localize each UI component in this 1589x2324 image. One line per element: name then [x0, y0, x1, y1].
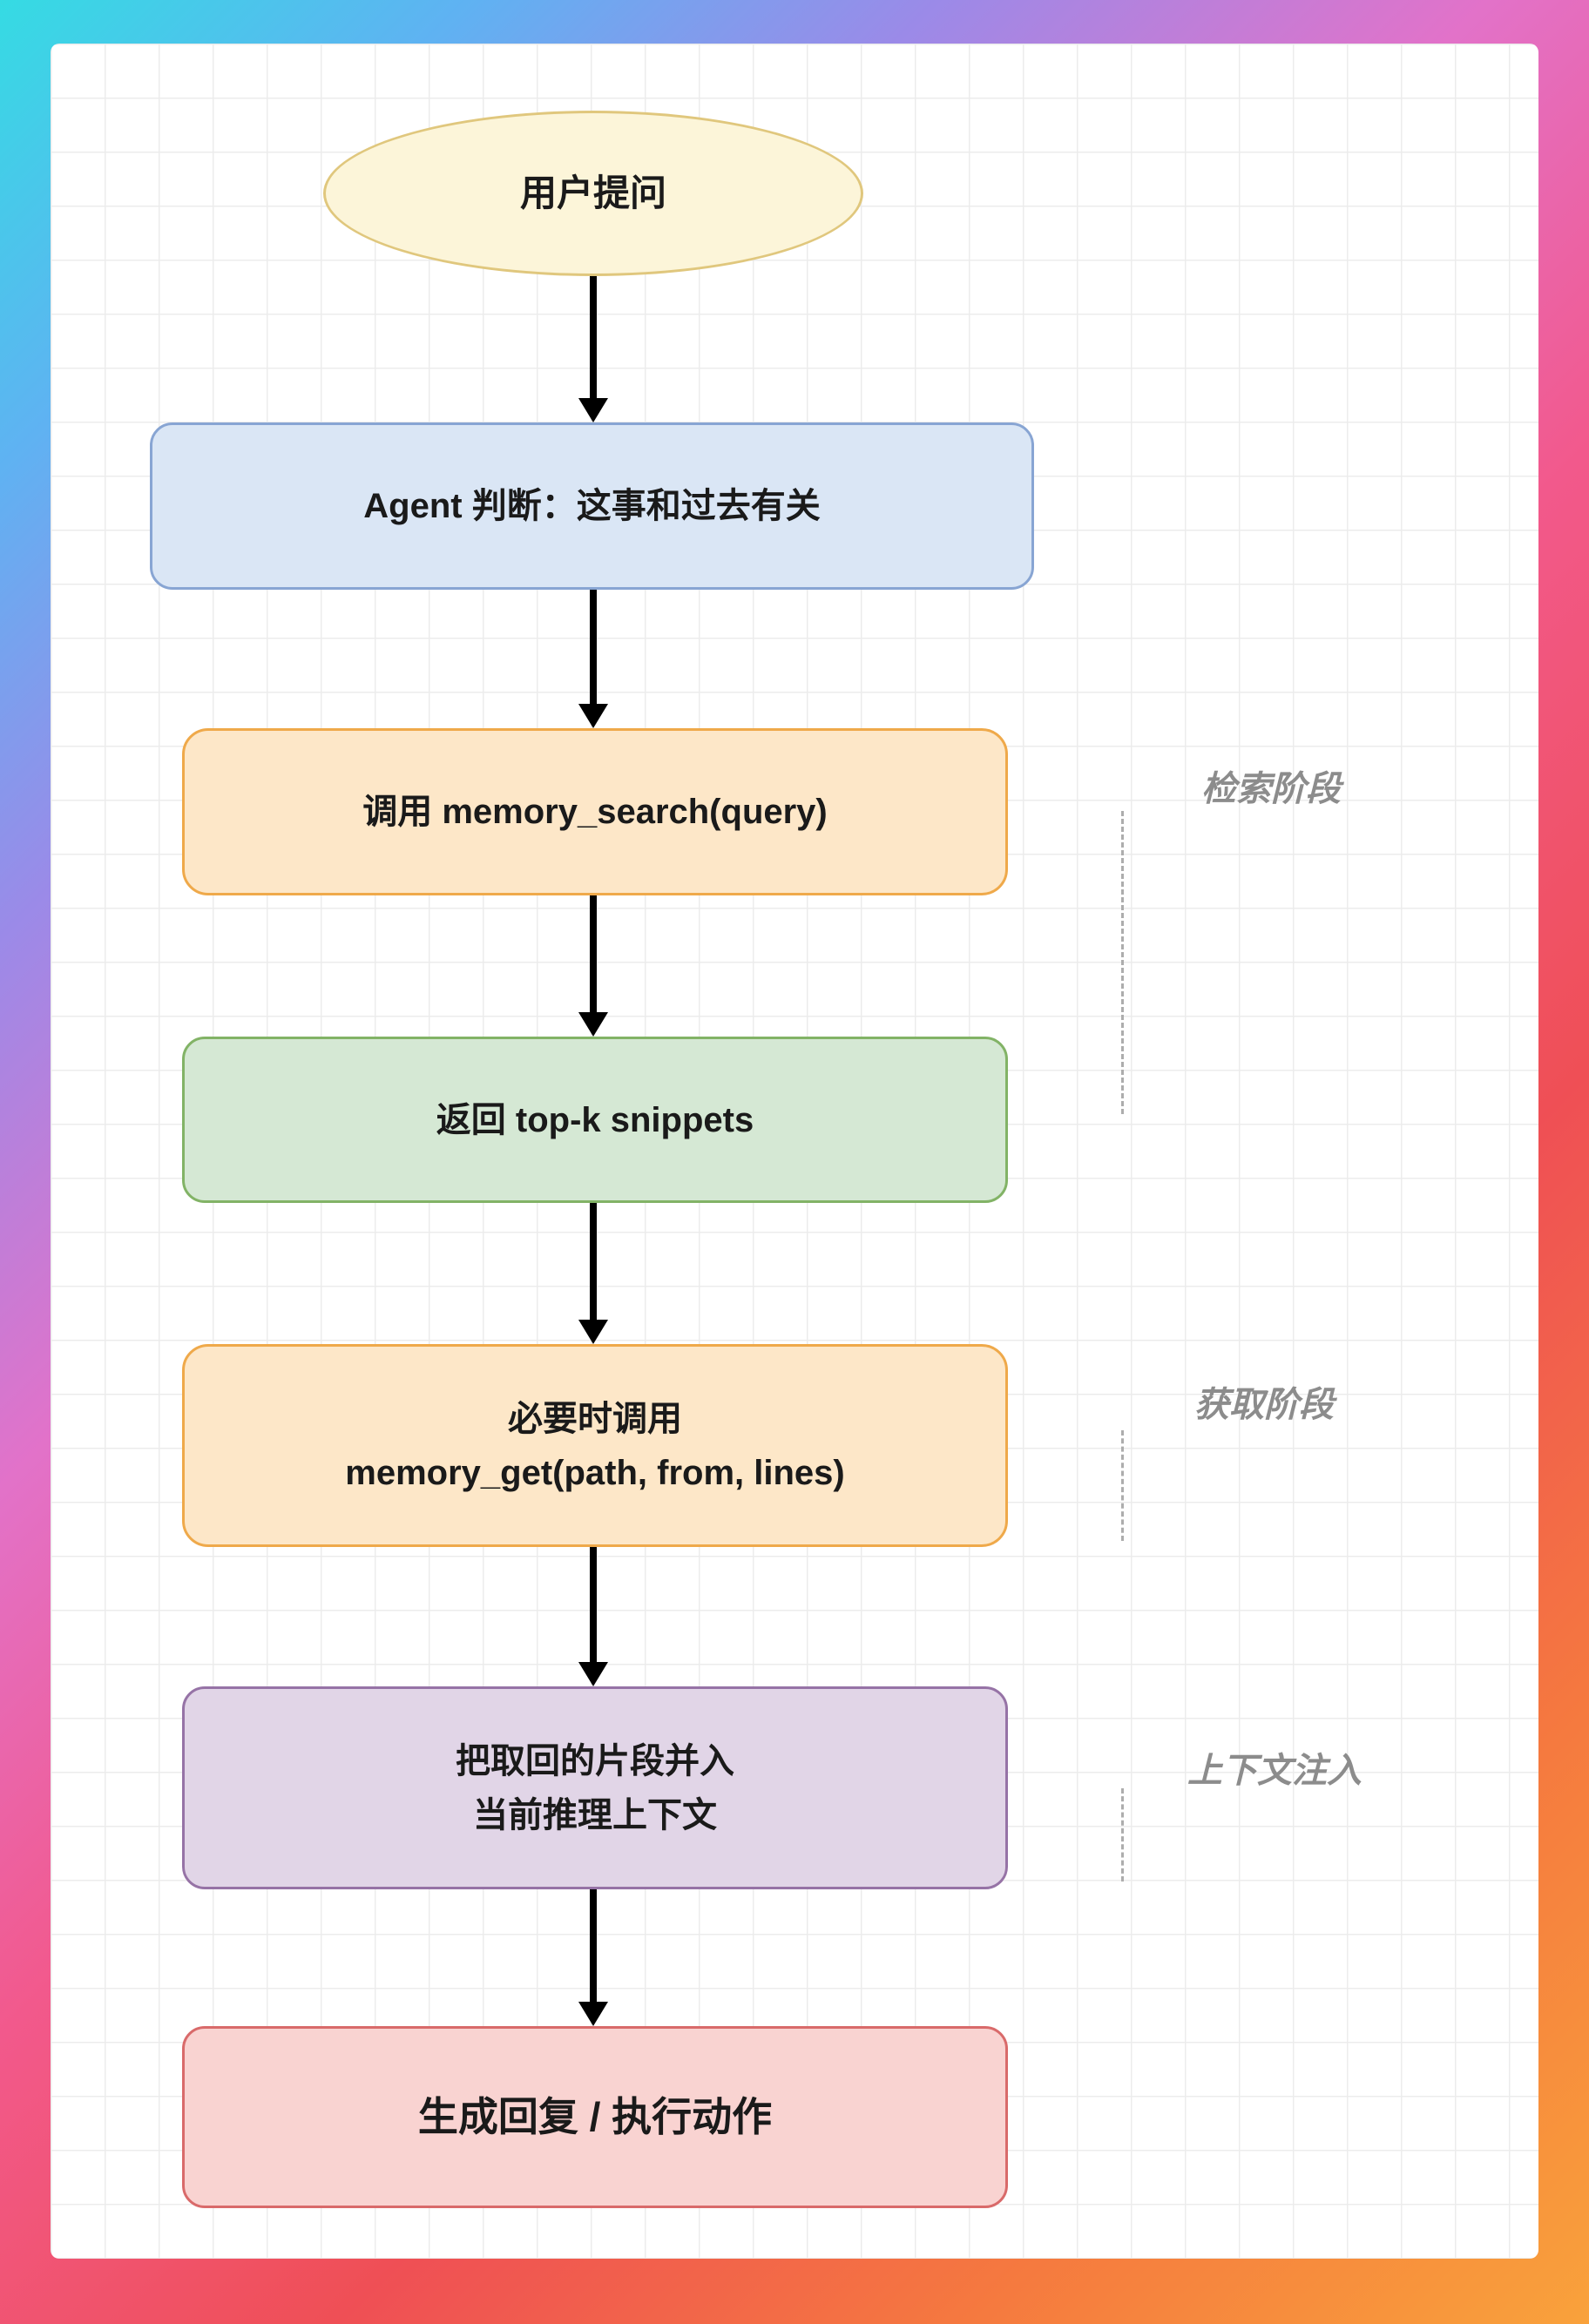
annotation-retrieval-stage-label: 检索阶段 — [1201, 770, 1341, 808]
arrow-head-icon — [578, 1012, 608, 1037]
arrow-head-icon — [578, 1662, 608, 1686]
annotation-retrieval-stage: 检索阶段 — [1201, 760, 1341, 811]
node-generate-reply-label: 生成回复 / 执行动作 — [417, 2093, 773, 2139]
arrow-shaft — [590, 276, 597, 402]
node-generate-reply: 生成回复 / 执行动作 — [182, 2026, 1008, 2208]
node-memory-get: 必要时调用 memory_get(path, from, lines) — [182, 1344, 1008, 1547]
dashed-line-retrieval — [1121, 811, 1124, 1114]
annotation-context-injection: 上下文注入 — [1187, 1742, 1362, 1793]
node-memory-search: 调用 memory_search(query) — [182, 728, 1008, 895]
node-user-question-label: 用户提问 — [519, 172, 666, 214]
annotation-fetch-stage: 获取阶段 — [1194, 1376, 1334, 1427]
arrow-down-6 — [578, 1889, 609, 2026]
arrow-down-4 — [578, 1203, 609, 1344]
arrow-down-2 — [578, 590, 609, 728]
diagram-canvas: 用户提问 Agent 判断：这事和过去有关 调用 memory_search(q… — [51, 44, 1538, 2259]
arrow-head-icon — [578, 704, 608, 728]
node-context-merge-line2: 当前推理上下文 — [473, 1795, 717, 1834]
arrow-down-1 — [578, 276, 609, 422]
arrow-down-3 — [578, 895, 609, 1037]
arrow-shaft — [590, 1889, 597, 2005]
node-topk-snippets-label: 返回 top-k snippets — [436, 1100, 754, 1139]
node-memory-get-line2: memory_get(path, from, lines) — [345, 1453, 845, 1492]
arrow-head-icon — [578, 398, 608, 422]
annotation-fetch-stage-label: 获取阶段 — [1194, 1386, 1334, 1424]
dashed-line-fetch — [1121, 1430, 1124, 1541]
node-memory-get-line1: 必要时调用 — [508, 1399, 682, 1438]
node-topk-snippets: 返回 top-k snippets — [182, 1037, 1008, 1203]
node-agent-judgment: Agent 判断：这事和过去有关 — [150, 422, 1034, 590]
arrow-shaft — [590, 590, 597, 707]
node-context-merge-line1: 把取回的片段并入 — [456, 1741, 734, 1780]
arrow-head-icon — [578, 1320, 608, 1344]
dashed-line-context — [1121, 1788, 1124, 1881]
annotation-context-injection-label: 上下文注入 — [1187, 1752, 1362, 1790]
node-context-merge: 把取回的片段并入 当前推理上下文 — [182, 1686, 1008, 1889]
node-memory-search-label: 调用 memory_search(query) — [362, 793, 828, 831]
arrow-head-icon — [578, 2002, 608, 2026]
node-agent-judgment-label: Agent 判断：这事和过去有关 — [363, 487, 821, 525]
node-user-question: 用户提问 — [323, 111, 863, 276]
arrow-shaft — [590, 1203, 597, 1323]
arrow-shaft — [590, 1547, 597, 1665]
arrow-down-5 — [578, 1547, 609, 1686]
arrow-shaft — [590, 895, 597, 1016]
